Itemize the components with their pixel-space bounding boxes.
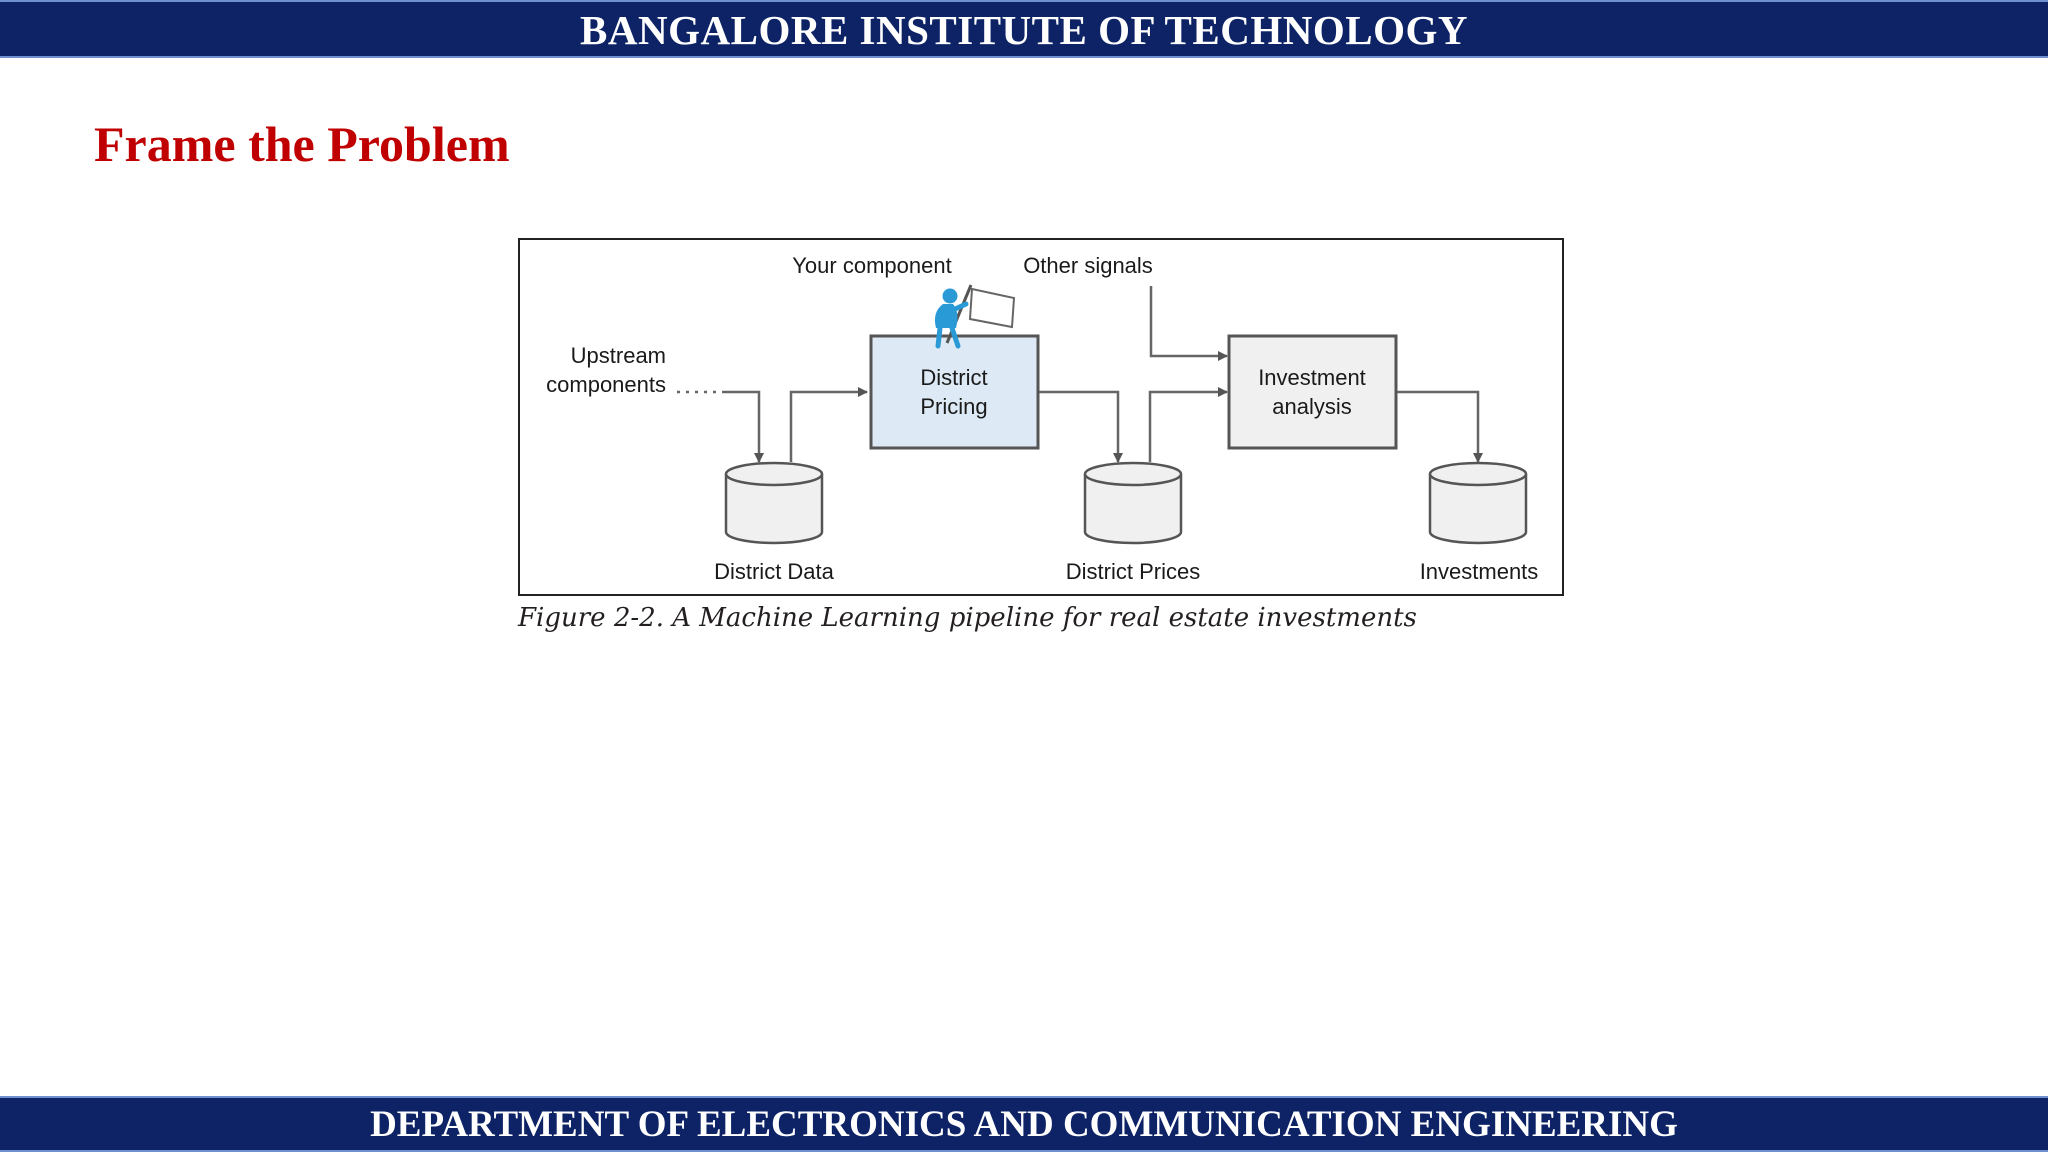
district-data-to-pricing-arrow bbox=[789, 387, 868, 462]
district-pricing-label-line2: Pricing bbox=[920, 394, 987, 419]
other-signals-label: Other signals bbox=[1023, 253, 1153, 278]
header-banner: BANGALORE INSTITUTE OF TECHNOLOGY bbox=[0, 0, 2048, 58]
investment-to-investments-arrow bbox=[1397, 390, 1483, 463]
investment-analysis-box: Investment analysis bbox=[1227, 334, 1398, 450]
investments-label: Investments bbox=[1420, 559, 1539, 584]
district-data-cylinder bbox=[724, 461, 824, 545]
district-pricing-box: District Pricing bbox=[869, 334, 1040, 450]
pipeline-figure: Your component Other signals Upstream co… bbox=[518, 238, 1564, 596]
slide-title: Frame the Problem bbox=[94, 116, 510, 172]
district-data-label: District Data bbox=[714, 559, 835, 584]
upstream-label-line1: Upstream bbox=[571, 343, 666, 368]
figure-caption: Figure 2-2. A Machine Learning pipeline … bbox=[518, 603, 1417, 633]
investment-label-line1: Investment bbox=[1258, 365, 1366, 390]
institute-name: BANGALORE INSTITUTE OF TECHNOLOGY bbox=[580, 7, 1468, 53]
investments-cylinder bbox=[1428, 461, 1528, 545]
district-pricing-label-line1: District bbox=[920, 365, 987, 390]
person-with-flag-icon bbox=[934, 284, 1016, 349]
upstream-to-district-data-arrow bbox=[722, 390, 764, 463]
investment-label-line2: analysis bbox=[1272, 394, 1351, 419]
district-prices-cylinder bbox=[1083, 461, 1183, 545]
your-component-label: Your component bbox=[792, 253, 951, 278]
footer-banner: DEPARTMENT OF ELECTRONICS AND COMMUNICAT… bbox=[0, 1096, 2048, 1152]
upstream-label-line2: components bbox=[546, 372, 666, 397]
department-name: DEPARTMENT OF ELECTRONICS AND COMMUNICAT… bbox=[370, 1104, 1678, 1145]
pipeline-connectors bbox=[677, 286, 1483, 463]
district-prices-to-investment-arrow bbox=[1148, 387, 1228, 462]
pipeline-diagram: Your component Other signals Upstream co… bbox=[546, 253, 1539, 584]
pricing-to-district-prices-arrow bbox=[1038, 390, 1123, 463]
other-signals-arrow bbox=[1149, 286, 1228, 361]
district-prices-label: District Prices bbox=[1066, 559, 1200, 584]
